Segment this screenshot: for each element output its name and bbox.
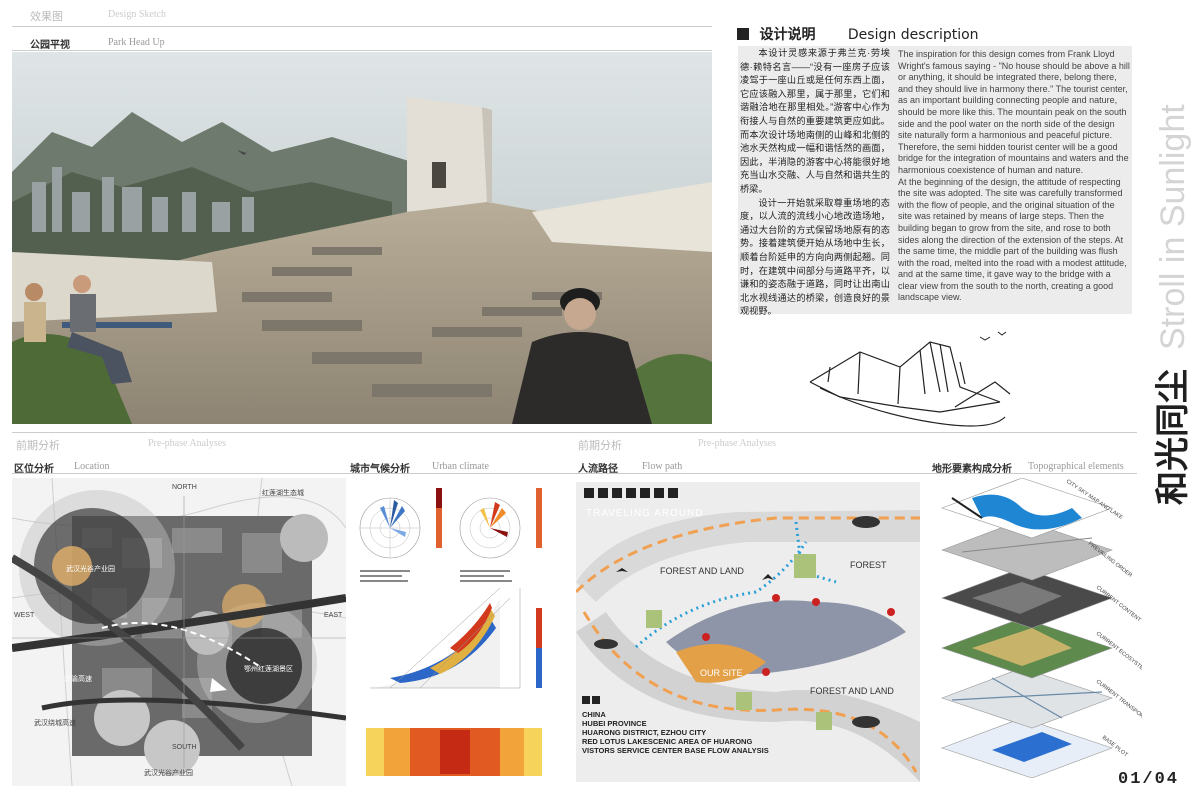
layer-ecosystem <box>941 617 1113 679</box>
layer-label: CURRENT TRANSPORTATION <box>1095 679 1142 732</box>
view-title-cn: 公园平视 <box>30 40 70 51</box>
page-number: 01/04 <box>1118 770 1180 789</box>
flow-diagram-svg <box>576 488 920 782</box>
label-forest: FOREST <box>850 560 887 570</box>
label-forest-and-land-1: FOREST AND LAND <box>660 566 744 576</box>
header-en: Design Sketch <box>108 9 167 20</box>
flow-title-cn: 人流路径 <box>578 464 618 475</box>
compass-north: NORTH <box>172 484 197 491</box>
climate-charts-svg <box>359 488 542 776</box>
rendering-illustration <box>12 52 712 424</box>
topo-layers: CITY SKY MAP AND LAKE PREVAILING ORDER C… <box>932 478 1142 778</box>
temperature-heatmap <box>366 728 542 776</box>
topo-layers-svg: CITY SKY MAP AND LAKE PREVAILING ORDER C… <box>941 478 1142 778</box>
description-cn: 本设计灵感来源于弗兰克·劳埃德·赖特名言——“没有一座房子应该凌驾于一座山丘或是… <box>740 47 890 319</box>
flow-diagram: TRAVELING AROUND FOREST FOREST AND LAND … <box>576 482 920 782</box>
description-en-paragraph-2: At the beginning of the design, the atti… <box>898 176 1127 303</box>
flow-info-line: HUBEI PROVINCE <box>582 719 647 728</box>
label-traveling-around: TRAVELING AROUND <box>586 508 704 519</box>
sketch-illustration <box>809 331 1011 427</box>
label-park: 武汉光谷产业园 <box>144 770 193 777</box>
flow-title-en: Flow path <box>642 461 683 472</box>
layer-transportation <box>941 667 1113 729</box>
flow-info-line: VISTORS SERVICE CENTER BASE FLOW ANALYSI… <box>582 746 769 755</box>
label-lake-scenic: 鄂州红莲湖景区 <box>244 666 293 673</box>
label-forest-and-land-2: FOREST AND LAND <box>810 686 894 696</box>
view-title-en: Park Head Up <box>108 37 165 48</box>
compass-east: EAST <box>324 612 343 619</box>
flow-info-list: CHINA HUBEI PROVINCE HUARONG DISTRICT, E… <box>582 710 769 755</box>
title-square-icon <box>737 28 749 40</box>
description-en: The inspiration for this design comes fr… <box>898 49 1131 304</box>
concept-sketch <box>800 322 1020 442</box>
compass-south: SOUTH <box>172 744 197 751</box>
label-highway: 武汉绕城高速 <box>34 720 76 727</box>
pre-phase-right-cn: 前期分析 <box>578 440 622 452</box>
location-map-svg <box>12 478 346 786</box>
wind-rose-right <box>459 497 521 559</box>
psychrometric-chart <box>370 587 521 689</box>
label-eco-city: 红莲湖生态城 <box>262 490 304 497</box>
climate-title-en: Urban climate <box>432 461 489 472</box>
description-cn-paragraph-1: 本设计灵感来源于弗兰克·劳埃德·赖特名言——“没有一座房子应该凌驾于一座山丘或是… <box>740 48 890 194</box>
pre-phase-left-cn: 前期分析 <box>16 440 60 452</box>
description-cn-paragraph-2: 设计一开始就采取尊重场地的态度，以人流的流线小心地改造场地，通过大台阶的方式保留… <box>740 197 890 317</box>
wind-rose-left <box>359 497 421 559</box>
flow-info-line: RED LOTUS LAKESCENIC AREA OF HUARONG <box>582 737 753 746</box>
label-expressway: 沪渝高速 <box>64 676 92 683</box>
label-our-site: OUR SITE <box>700 668 743 678</box>
side-title-en: Stroll in Sunlight <box>1154 104 1192 350</box>
description-title-en: Design description <box>847 27 979 43</box>
description-title-cn: 设计说明 <box>759 26 816 42</box>
climate-title-cn: 城市气候分析 <box>350 464 410 475</box>
flow-info-line: HUARONG DISTRICT, EZHOU CITY <box>582 728 707 737</box>
description-box <box>738 46 1132 314</box>
header-cn: 效果图 <box>30 11 63 23</box>
topo-title-en: Topographical elements <box>1028 461 1124 472</box>
climate-charts <box>350 478 564 786</box>
topo-title-cn: 地形要素构成分析 <box>932 464 1012 475</box>
layer-label: PREVAILING ORDER <box>1087 541 1133 579</box>
description-title: 设计说明 Design description <box>737 24 979 44</box>
compass-west: WEST <box>14 612 35 619</box>
description-en-paragraph-1: The inspiration for this design comes fr… <box>898 49 1130 175</box>
layer-label: CURRENT CONTENT <box>1095 585 1142 624</box>
side-title: 和光同尘 Stroll in Sunlight <box>1148 40 1194 510</box>
location-title-cn: 区位分析 <box>14 464 54 475</box>
layer-label: CURRENT ECOSYSTEM <box>1095 631 1142 675</box>
side-title-svg: 和光同尘 Stroll in Sunlight <box>1154 104 1192 505</box>
label-industry-park: 武汉光谷产业园 <box>66 566 115 573</box>
layer-current-content <box>941 567 1113 629</box>
pre-phase-left-en: Pre-phase Analyses <box>148 438 227 449</box>
location-map: NORTH SOUTH EAST WEST 武汉光谷产业园 鄂州红莲湖景区 武汉… <box>12 478 346 786</box>
layer-sky-map-lake <box>941 478 1113 539</box>
layer-base-plot <box>941 717 1113 778</box>
location-title-en: Location <box>74 461 110 472</box>
layer-prevailing-order <box>941 519 1113 581</box>
side-title-cn: 和光同尘 <box>1154 369 1192 505</box>
flow-info-line: CHINA <box>582 710 606 719</box>
pre-phase-right-en: Pre-phase Analyses <box>698 438 777 449</box>
park-rendering <box>12 52 712 424</box>
